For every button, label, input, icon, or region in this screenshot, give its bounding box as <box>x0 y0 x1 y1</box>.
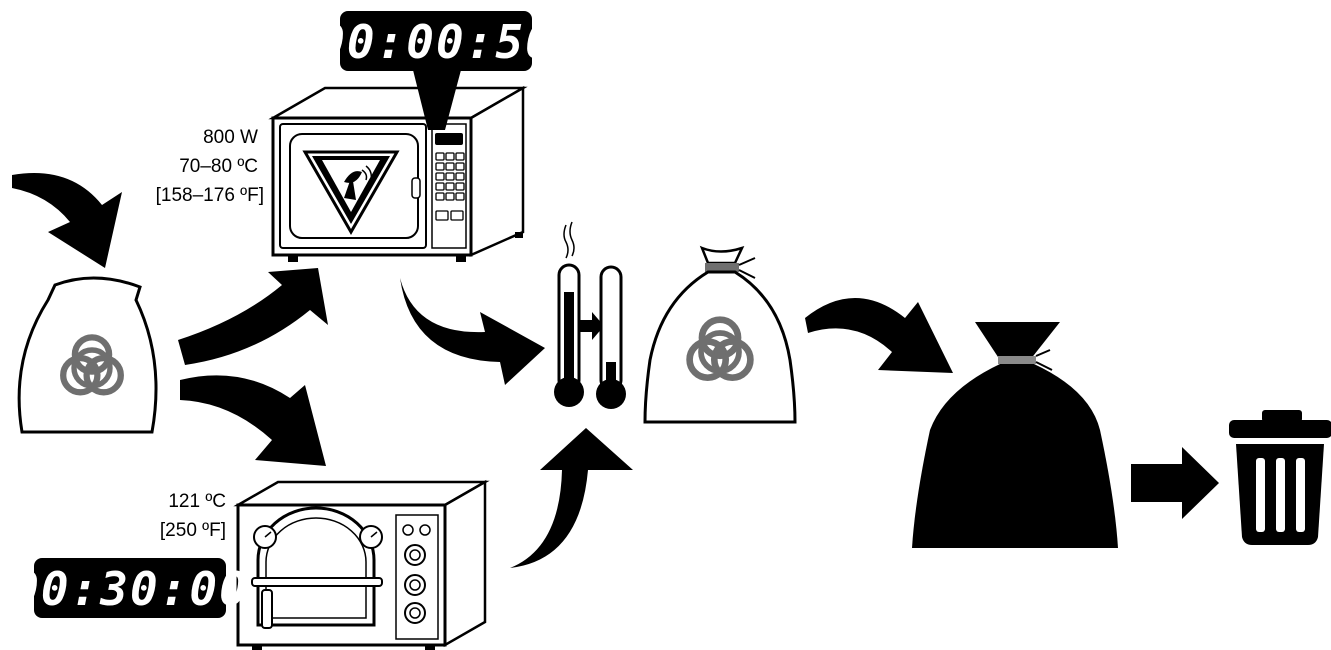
curved-arrow-autoclave-to-cooling <box>510 428 633 568</box>
microwave <box>273 88 523 262</box>
arrow-to-trash <box>1131 447 1219 519</box>
autoclave-temp-f-label: [250 ºF] <box>160 520 226 541</box>
autoclave-timer-text: 00:30:00 <box>11 562 249 616</box>
biohazard-bag-input <box>19 278 156 432</box>
curved-arrow-to-microwave <box>178 268 328 365</box>
curved-arrow-to-autoclave <box>180 375 326 466</box>
microwave-temp-f-label: [158–176 ºF] <box>156 185 264 206</box>
microwave-timer-text: 00:00:50 <box>317 15 555 69</box>
steam-icon <box>564 225 568 258</box>
microwave-power-label: 800 W <box>203 127 258 148</box>
microwave-temp-c-label: 70–80 ºC <box>179 156 258 177</box>
autoclave-temp-c-label: 121 ºC <box>168 491 226 512</box>
cooling-thermometers <box>554 222 626 409</box>
autoclave <box>238 482 485 650</box>
curved-arrow-microwave-to-cooling <box>400 278 545 385</box>
autoclave-timer-display: 00:30:00 <box>11 558 249 618</box>
biohazard-bag-tied <box>645 248 795 422</box>
curved-arrow-to-black-bag <box>805 298 953 373</box>
thermometer-hot-icon <box>554 265 584 407</box>
trash-can-icon <box>1229 410 1331 545</box>
thermometer-cool-icon <box>596 267 626 409</box>
curved-arrow-into-bag <box>12 173 122 268</box>
